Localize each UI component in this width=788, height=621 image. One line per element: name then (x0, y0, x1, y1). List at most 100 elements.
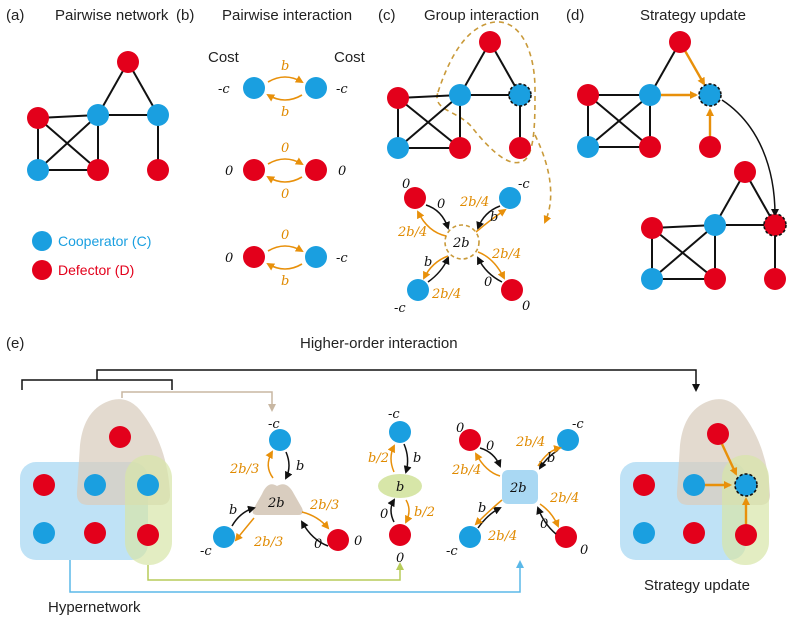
cost-label-left: Cost (208, 49, 240, 66)
cooperator-node (459, 526, 481, 548)
payoff-arrow (266, 262, 303, 271)
flow-label: 0 (484, 275, 492, 290)
defector-node (735, 524, 757, 546)
payoff-label: -c (518, 177, 530, 192)
cooperator-node (557, 429, 579, 451)
legend-cooperator-swatch (32, 231, 52, 251)
group-size-4: 2b 0 -c -c 0 0 2b/4 b 2b/4 2b/4 b 2b/4 0 (446, 417, 588, 559)
payout-arrow (234, 517, 255, 542)
pool-ellipse (378, 474, 422, 498)
cooperator-node (27, 159, 49, 181)
defector-node (117, 51, 139, 73)
cooperator-node (87, 104, 109, 126)
defector-node (669, 31, 691, 53)
defector-node (577, 84, 599, 106)
payoff-arrow (267, 75, 304, 84)
cooperator-node (389, 421, 411, 443)
strategy-update-label: Strategy update (644, 577, 750, 594)
payoff-label: -c (218, 82, 230, 97)
hyperedge-green (125, 455, 172, 565)
pool-value: b (396, 480, 404, 495)
flow-label: 0 (486, 439, 494, 454)
flow-label: 2b/3 (309, 498, 339, 513)
defector-node (27, 107, 49, 129)
payoff-label: -c (268, 417, 280, 432)
cooperator-node (639, 84, 661, 106)
payout-arrow (405, 499, 413, 524)
legend-cooperator-label: Cooperator (C) (58, 233, 151, 249)
payoff-label: 0 (456, 421, 464, 436)
top-bracket (21, 369, 700, 392)
payoff-label: 0 (396, 551, 404, 566)
payout-arrow (475, 452, 501, 477)
flow-label: 0 (314, 537, 322, 552)
payoff-arrow (266, 175, 303, 184)
payoff-label: -c (394, 301, 406, 316)
panel-b-title: Pairwise interaction (222, 7, 352, 24)
flow-label: 0 (437, 197, 445, 212)
contribution-arrow (231, 505, 256, 527)
flow-label: 2b/4 (397, 225, 427, 240)
panel-c-title: Group interaction (424, 7, 539, 24)
legend-defector-label: Defector (D) (58, 262, 134, 278)
payoff-label: 0 (225, 164, 233, 179)
payout-arrow (265, 450, 274, 479)
cooperator-node (147, 104, 169, 126)
payoff-label: 0 (522, 299, 530, 314)
payout-arrow (417, 210, 447, 237)
cooperator-node (305, 77, 327, 99)
contribution-arrow (477, 507, 502, 529)
defector-node (137, 524, 159, 546)
defector-node (33, 474, 55, 496)
group-size-3: 2b -c -c 0 2b/3 b b 2b/3 2b/3 0 (200, 417, 362, 559)
tan-connector (121, 391, 276, 412)
payoff-arrow (266, 93, 303, 102)
flow-label: b/2 (368, 451, 389, 466)
group-to-detail-arrow (534, 134, 552, 224)
payout-arrow (423, 255, 449, 280)
defector-node (243, 246, 265, 268)
payout-arrow (474, 499, 503, 526)
flow-label: 0 (281, 141, 289, 156)
hypernetwork-label: Hypernetwork (48, 599, 141, 616)
pool-value: 2b (267, 496, 285, 511)
cost-label-right: Cost (334, 49, 366, 66)
contribution-arrow (477, 256, 503, 283)
flow-label: b (490, 210, 498, 225)
legend-defector-swatch (32, 260, 52, 280)
payout-arrow (387, 444, 395, 473)
defector-node (147, 159, 169, 181)
defector-node (387, 87, 409, 109)
cooperator-node (449, 84, 471, 106)
defector-node (699, 136, 721, 158)
payoff-label: -c (572, 417, 584, 432)
cooperator-node (33, 522, 55, 544)
update-result-arrow (721, 99, 779, 217)
blue-connector (69, 560, 524, 593)
focal-cooperator-node (698, 83, 722, 107)
cooperator-node (84, 474, 106, 496)
flow-label: b/2 (414, 505, 435, 520)
flow-label: 0 (281, 187, 289, 202)
panel-d-nodes (577, 31, 722, 158)
pool-square (502, 470, 538, 504)
panel-a-nodes (27, 51, 169, 181)
payoff-label: -c (336, 251, 348, 266)
flow-label: b (547, 451, 555, 466)
panel-d-title: Strategy update (640, 7, 746, 24)
panel-b: (b) Pairwise interaction Cost Cost -c -c… (176, 7, 366, 289)
panel-c-nodes (387, 31, 532, 159)
payoff-arrow (267, 157, 304, 166)
contribution-arrow (479, 447, 502, 468)
panel-a-title: Pairwise network (55, 7, 169, 24)
panel-b-letter: (b) (176, 7, 194, 24)
flow-label: 2b/4 (491, 247, 521, 262)
defector-node (704, 268, 726, 290)
cooperator-node (213, 526, 235, 548)
updated-hypernetwork (620, 399, 770, 565)
panel-e-title: Higher-order interaction (300, 335, 458, 352)
defector-node (404, 187, 426, 209)
defector-node (459, 429, 481, 451)
payout-arrow (477, 251, 505, 280)
